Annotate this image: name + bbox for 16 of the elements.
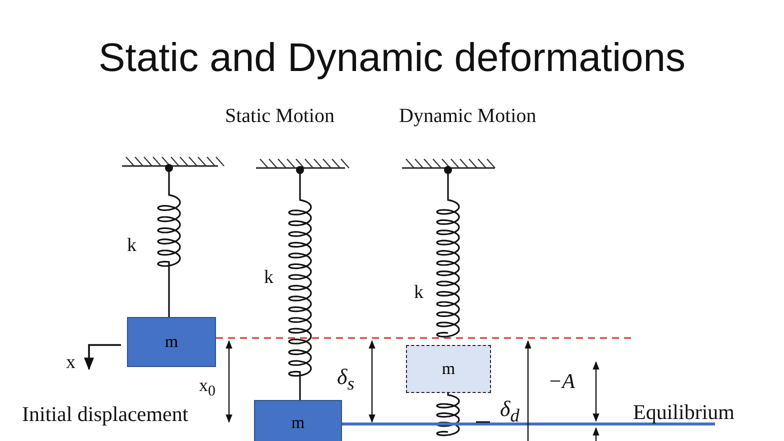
panel-heading: Static Motion <box>225 106 334 126</box>
axis-label: x <box>66 353 76 372</box>
mass-block: m <box>254 400 342 441</box>
slide-title: Static and Dynamic deformations <box>98 38 686 78</box>
panel-heading: Dynamic Motion <box>399 106 536 126</box>
spring-label: k <box>264 268 274 287</box>
annotation-label: Equilibrium <box>633 402 734 423</box>
spring-label: k <box>414 283 424 302</box>
dimension-label: −A <box>548 371 575 392</box>
spring-label: k <box>127 236 136 255</box>
dimension-label: x$_{0}$ <box>199 376 216 400</box>
dimension-label: δ$_{s}$ <box>337 366 354 393</box>
mass-block: m <box>127 317 216 367</box>
mass-block: m <box>406 345 491 393</box>
dimension-label: δ$_{d}$ <box>500 398 520 425</box>
annotation-label: Initial displacement <box>22 404 188 425</box>
